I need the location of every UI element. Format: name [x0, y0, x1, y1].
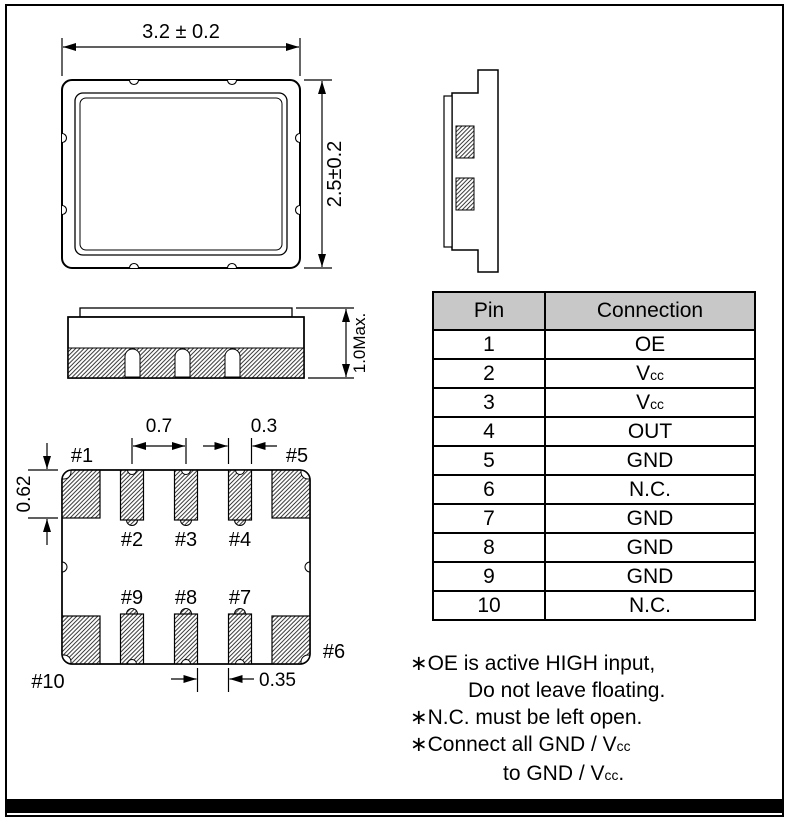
notes-block: ∗OE is active HIGH input, Do not leave fl…: [410, 650, 780, 789]
top-view-dimension-lines: [61, 38, 332, 269]
connection-cell: GND: [544, 532, 756, 563]
side-view-pad-lower: [455, 177, 475, 211]
footer-black-bar: [7, 799, 782, 813]
pin-column-header: Pin: [432, 291, 546, 331]
pad-9: [119, 613, 145, 664]
top-view-height-dim-label: 2.5±0.2: [324, 141, 346, 208]
note-line: ∗N.C. must be left open.: [410, 706, 643, 729]
pin-cell: 4: [432, 416, 546, 447]
dim-corner-pad-height-label: 0.62: [14, 476, 35, 513]
pad-label-8: #8: [175, 587, 197, 609]
pin-cell: 2: [432, 358, 546, 389]
front-view-lid: [79, 307, 293, 318]
connection-cell: GND: [544, 503, 756, 534]
bottom-view-drawing: [61, 469, 311, 665]
side-view-body: [451, 69, 499, 273]
pad-label-5: #5: [286, 445, 308, 467]
front-view-slot: [224, 348, 241, 378]
pad-3: [173, 470, 199, 521]
pin-cell: 8: [432, 532, 546, 563]
pin-cell: 10: [432, 590, 546, 621]
pin-cell: 5: [432, 445, 546, 476]
pin-cell: 6: [432, 474, 546, 505]
front-view-slot: [124, 348, 141, 378]
pad-label-7: #7: [229, 587, 251, 609]
pin-cell: 1: [432, 329, 546, 360]
dim-pad-pitch-label: 0.7: [146, 416, 172, 437]
top-view-outline: [61, 79, 301, 269]
note-line: ∗OE is active HIGH input,: [410, 652, 656, 675]
top-view-castellation-notches: [62, 80, 300, 268]
pad-2: [119, 470, 145, 521]
pad-4: [227, 470, 253, 521]
pad-8: [173, 613, 199, 664]
top-view-width-dim-label: 3.2 ± 0.2: [142, 21, 220, 43]
note-line: to GND / Vcc.: [503, 762, 625, 785]
connection-column-header: Connection: [544, 291, 756, 331]
pin-cell: 9: [432, 561, 546, 592]
connection-cell: OE: [544, 329, 756, 360]
page-border-frame: [5, 4, 784, 817]
pad-label-10: #10: [31, 671, 64, 693]
front-view-drawing: [67, 307, 305, 379]
note-line: Do not leave floating.: [468, 679, 666, 702]
front-view-slot: [174, 348, 191, 378]
top-view-lid-seam-outer: [74, 92, 288, 256]
front-view-height-dim-label: 1.0Max.: [350, 313, 369, 373]
pad-label-1: #1: [71, 445, 93, 467]
side-view-drawing: [443, 69, 499, 273]
pin-cell: 7: [432, 503, 546, 534]
connection-cell: N.C.: [544, 590, 756, 621]
connection-cell: GND: [544, 445, 756, 476]
pad-label-3: #3: [175, 529, 197, 551]
connection-cell: GND: [544, 561, 756, 592]
pad-label-4: #4: [229, 529, 251, 551]
pad-label-6: #6: [323, 641, 345, 663]
table-header-row: Pin Connection: [432, 291, 756, 331]
bottom-view-dimension-lines: [28, 438, 277, 692]
connection-cell: OUT: [544, 416, 756, 447]
side-view-lid: [443, 95, 453, 248]
dim-pad-width-label: 0.3: [251, 416, 277, 437]
top-view-lid-seam-inner: [79, 97, 283, 251]
connection-cell: Vcc: [544, 387, 756, 418]
front-view-dimension-lines: [296, 307, 354, 379]
top-view-drawing: [61, 79, 301, 269]
pad-7: [227, 613, 253, 664]
pad-label-9: #9: [121, 587, 143, 609]
dim-bottom-pad-width-label: 0.35: [259, 670, 296, 691]
pin-cell: 3: [432, 387, 546, 418]
pad-label-2: #2: [121, 529, 143, 551]
connection-cell: N.C.: [544, 474, 756, 505]
note-line: ∗Connect all GND / Vcc: [410, 733, 631, 756]
side-view-pad-upper: [455, 125, 475, 159]
connection-cell: Vcc: [544, 358, 756, 389]
